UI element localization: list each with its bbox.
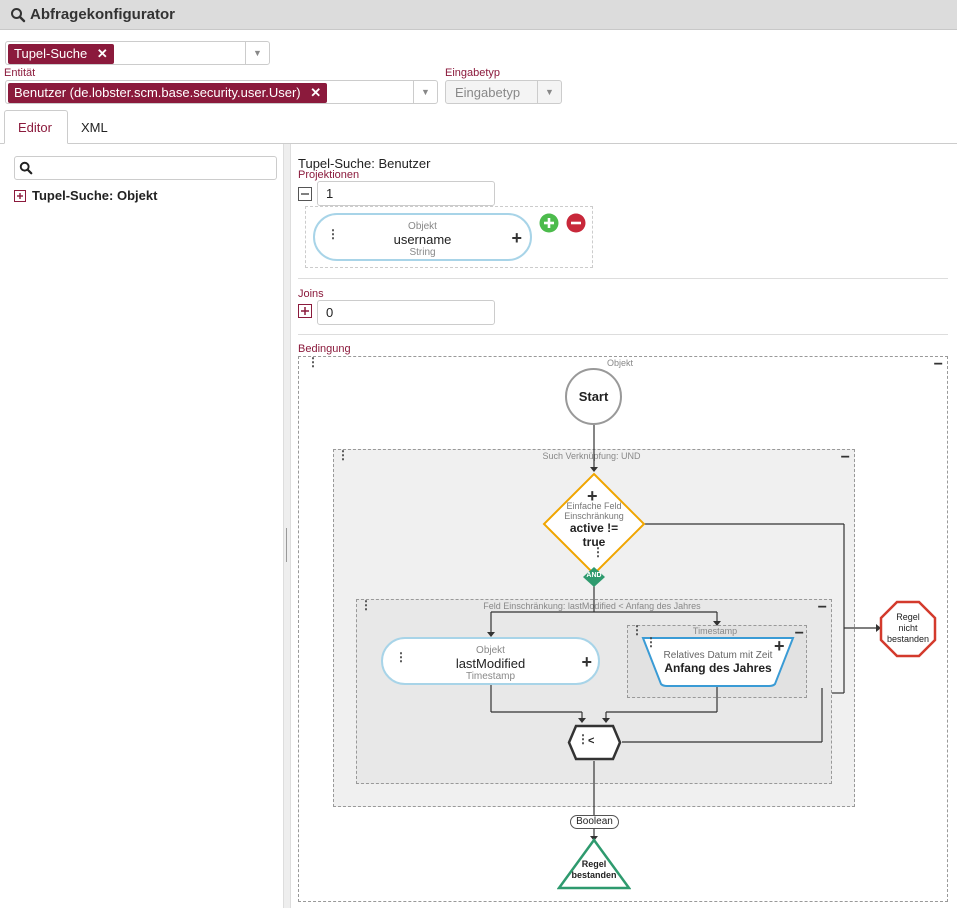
entity-chip[interactable]: Benutzer (de.lobster.scm.base.security.u… (8, 83, 328, 103)
and-badge: AND (586, 572, 602, 579)
diamond-value: active != true (552, 521, 636, 549)
joins-label: Joins (298, 288, 324, 300)
diamond-value-line1: active != (569, 521, 619, 535)
input-type-label: Eingabetyp (445, 67, 501, 79)
query-type-chip-label: Tupel-Suche (14, 46, 88, 61)
plus-icon[interactable]: + (587, 486, 598, 506)
diamond-type-line2: Einschränkung (564, 511, 624, 521)
projection-pill[interactable]: ⋮ Objekt username String + (313, 213, 532, 261)
entity-chip-label: Benutzer (de.lobster.scm.base.security.u… (14, 85, 301, 100)
search-icon (11, 8, 26, 23)
diamond-value-line2: true (582, 535, 606, 549)
operator-node[interactable] (567, 724, 622, 761)
collapse-icon[interactable] (298, 187, 312, 201)
rule-failed-line3: bestanden (886, 634, 930, 644)
panel-splitter[interactable] (283, 144, 291, 908)
field-datatype: Timestamp (465, 671, 516, 682)
collapse-icon[interactable]: − (840, 449, 850, 466)
remove-circle-icon[interactable] (566, 213, 586, 233)
collapse-icon[interactable]: − (933, 356, 943, 373)
rule-passed-line1: Regel (581, 859, 607, 869)
relative-date-value: Anfang des Jahres (664, 661, 772, 675)
timestamp-label: Timestamp (692, 626, 738, 636)
result-type-tag: Boolean (570, 815, 619, 829)
plus-icon[interactable]: + (581, 652, 592, 672)
field-type: Objekt (476, 645, 505, 656)
tab-xml-label: XML (81, 119, 108, 135)
rule-passed-node[interactable] (557, 838, 631, 890)
diamond-type: Einfache Feld Einschränkung (552, 501, 636, 521)
operator-label: < (588, 735, 595, 747)
drag-handle-icon[interactable]: ⋮ (645, 635, 657, 649)
entity-select[interactable]: Benutzer (de.lobster.scm.base.security.u… (5, 80, 438, 104)
field-name: lastModified (455, 656, 526, 671)
tree-item-label: Tupel-Suche: Objekt (32, 188, 158, 203)
outer-group-label: Objekt (606, 358, 633, 368)
tree-search-input[interactable] (14, 156, 277, 180)
window-titlebar: Abfragekonfigurator (0, 0, 957, 30)
chevron-down-icon[interactable]: ▼ (537, 81, 561, 103)
rule-passed-label: Regel bestanden (557, 859, 631, 881)
remove-chip-icon[interactable]: ✕ (96, 46, 108, 61)
rule-failed-line2: nicht (898, 623, 918, 633)
entity-label: Entität (4, 67, 36, 79)
rule-failed-line1: Regel (896, 612, 920, 622)
page-title: Tupel-Suche: Benutzer (298, 156, 431, 171)
remove-chip-icon[interactable]: ✕ (310, 85, 322, 100)
tab-editor-label: Editor (18, 119, 52, 135)
expand-icon[interactable] (14, 190, 26, 202)
plus-icon[interactable]: + (774, 636, 785, 656)
and-group-label: Such Verknüpfung: UND (542, 451, 641, 461)
collapse-icon[interactable]: − (817, 599, 827, 616)
relative-date-type: Relatives Datum mit Zeit (663, 650, 773, 661)
projection-name: username (393, 232, 452, 247)
drag-handle-icon[interactable]: ⋮ (577, 732, 589, 746)
projection-container (305, 206, 593, 268)
chevron-down-icon[interactable]: ▼ (413, 81, 437, 103)
add-circle-icon[interactable] (539, 213, 559, 233)
diamond-type-line1: Einfache Feld (566, 501, 622, 511)
search-icon (19, 161, 33, 175)
projections-label: Projektionen (298, 169, 360, 181)
query-type-select[interactable]: Tupel-Suche ✕ ▼ (5, 41, 270, 65)
and-badge-shape[interactable] (582, 566, 606, 588)
projections-count-input[interactable]: 1 (317, 181, 495, 206)
projection-type: Objekt (408, 221, 437, 232)
field-restriction-label: Feld Einschränkung: lastModified < Anfan… (483, 601, 701, 611)
rule-failed-node[interactable] (879, 600, 937, 658)
condition-label: Bedingung (298, 343, 351, 355)
projection-datatype: String (409, 247, 436, 258)
query-type-chip[interactable]: Tupel-Suche ✕ (8, 44, 114, 64)
section-divider (298, 278, 948, 279)
relative-date-shape[interactable] (641, 636, 795, 688)
tab-bar: Editor XML (0, 110, 957, 144)
collapse-icon[interactable]: − (794, 625, 804, 642)
rule-passed-line2: bestanden (571, 870, 617, 880)
expand-icon[interactable] (298, 304, 312, 318)
section-divider (298, 334, 948, 335)
plus-icon[interactable]: + (511, 228, 522, 248)
start-node[interactable]: Start (565, 368, 622, 425)
window-title: Abfragekonfigurator (30, 6, 176, 23)
rule-failed-label: Regel nicht bestanden (879, 612, 937, 645)
drag-handle-icon[interactable]: ⋮ (592, 545, 604, 559)
input-type-value: Eingabetyp (455, 85, 521, 100)
tab-editor[interactable]: Editor (4, 110, 68, 144)
drag-handle-icon[interactable]: ⋮ (395, 650, 407, 664)
input-type-select[interactable]: Eingabetyp ▼ (445, 80, 562, 104)
chevron-down-icon[interactable]: ▼ (245, 42, 269, 64)
tab-xml[interactable]: XML (68, 110, 121, 144)
start-label: Start (578, 389, 609, 404)
condition-canvas: ⋮ Objekt − (298, 356, 948, 902)
field-pill[interactable]: ⋮ Objekt lastModified Timestamp + (381, 637, 600, 685)
joins-count-input[interactable]: 0 (317, 300, 495, 325)
